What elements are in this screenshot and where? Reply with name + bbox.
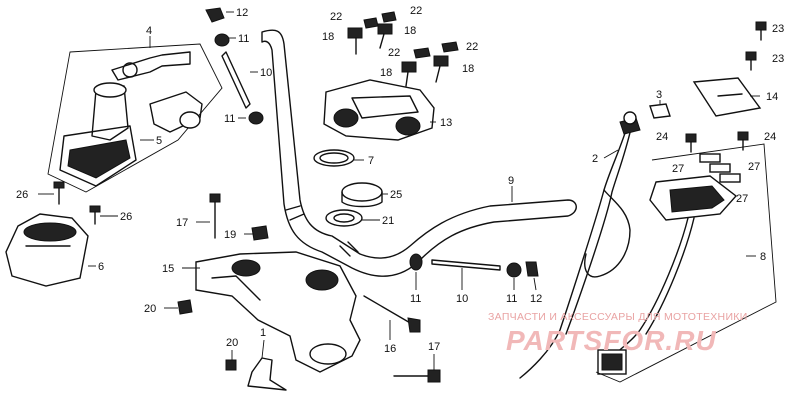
callout-25: 25	[390, 189, 402, 201]
nut-11-bottom-right	[506, 262, 522, 278]
callout-18-b: 18	[404, 25, 416, 37]
callout-11-bottom-right: 11	[506, 293, 517, 305]
callout-18-d: 18	[462, 63, 474, 75]
callout-22-b: 22	[410, 5, 422, 17]
callout-10-bottom: 10	[456, 293, 468, 305]
watermark-caption: ЗАПЧАСТИ И АКСЕССУАРЫ ДЛЯ МОТОТЕХНИКИ	[488, 311, 748, 323]
callout-23-b: 23	[772, 53, 784, 65]
callout-18-a: 18	[322, 31, 334, 43]
callout-6: 6	[98, 261, 104, 273]
callout-14: 14	[766, 91, 778, 103]
rod-10-bottom	[431, 259, 501, 271]
cable-2	[519, 123, 629, 379]
screw-23-a	[755, 21, 767, 41]
callout-20-bottom: 20	[226, 337, 238, 349]
leader-lines	[38, 11, 760, 370]
callout-11-bottom: 11	[410, 293, 421, 305]
upper-handlebar-holder	[323, 11, 459, 141]
pins-27	[699, 153, 741, 183]
rings-group	[313, 149, 383, 227]
bolt-18-b	[377, 11, 397, 49]
nut-11-top	[214, 33, 230, 47]
callout-22-c: 22	[388, 47, 400, 59]
callout-4: 4	[146, 25, 152, 37]
bolt-17-bottom	[393, 369, 441, 383]
watermark-brand: PARTSFOR.RU	[506, 325, 717, 356]
callout-1: 1	[260, 327, 266, 339]
cap-25	[341, 182, 383, 202]
ignition-switch-base	[59, 125, 137, 187]
callout-26-left: 26	[16, 189, 28, 201]
callout-10-top: 10	[260, 67, 272, 79]
callout-17-bottom: 17	[428, 341, 440, 353]
cap-nut-12-top	[205, 7, 225, 23]
nut-11-mid	[248, 111, 264, 125]
cap-nut-12-bottom	[525, 261, 539, 277]
callout-11-top: 11	[238, 33, 249, 45]
bolt-18-d	[433, 41, 459, 83]
callout-27-b: 27	[748, 161, 760, 173]
callout-9: 9	[508, 175, 514, 187]
screw-23-b	[745, 51, 757, 71]
callout-18-c: 18	[380, 67, 392, 79]
callout-8: 8	[760, 251, 766, 263]
callout-23-a: 23	[772, 23, 784, 35]
handlebar-tube	[261, 29, 577, 277]
bolt-18-a	[347, 17, 379, 55]
callout-16: 16	[384, 343, 396, 355]
callout-7: 7	[368, 155, 374, 167]
bridge-15	[195, 251, 361, 373]
screw-24-right	[737, 131, 749, 151]
callout-21: 21	[382, 215, 394, 227]
lower-bridge-group	[177, 193, 441, 391]
bolt-18-c	[401, 47, 431, 87]
clip-1	[247, 357, 287, 391]
callout-12-bottom: 12	[530, 293, 542, 305]
ignition-switch-group	[5, 43, 223, 287]
callout-27-a: 27	[672, 163, 684, 175]
callout-2: 2	[592, 153, 598, 165]
watermark: ЗАПЧАСТИ И АКСЕССУАРЫ ДЛЯ МОТОТЕХНИКИ PA…	[488, 311, 748, 356]
nut-20-left	[177, 299, 193, 315]
bolt-26-left	[53, 181, 65, 205]
callout-3: 3	[656, 89, 662, 101]
callout-22-d: 22	[466, 41, 478, 53]
bolt-26-right	[89, 205, 101, 225]
callout-26-right: 26	[120, 211, 132, 223]
callout-24-right: 24	[764, 131, 776, 143]
nut-20-bottom	[225, 359, 237, 371]
lower-rod-group	[409, 253, 539, 278]
meter-cable-group	[519, 21, 777, 383]
washer-21	[325, 209, 363, 227]
callout-11-mid: 11	[224, 113, 235, 125]
nut-11-bottom	[409, 253, 423, 271]
handlebar	[261, 29, 577, 277]
callout-5: 5	[156, 135, 162, 147]
cover-14	[692, 77, 762, 117]
callout-13: 13	[440, 117, 452, 129]
callout-22-a: 22	[330, 11, 342, 23]
callout-20-left: 20	[144, 303, 156, 315]
callout-15: 15	[162, 263, 174, 275]
callout-27-c: 27	[736, 193, 748, 205]
bolt-17-left	[209, 193, 221, 239]
nut-19	[251, 225, 269, 241]
rod-10-top	[221, 51, 251, 109]
callout-12-top: 12	[236, 7, 248, 19]
callout-24-left: 24	[656, 131, 668, 143]
callout-labels: 12 4 11 10 11 5 26 26 6 22 22 18 18 22 2…	[16, 5, 784, 355]
ignition-switch-boundary	[47, 43, 223, 193]
callout-17-left: 17	[176, 217, 188, 229]
bracket-3	[649, 103, 671, 119]
screw-24-left	[685, 133, 697, 153]
bolt-16	[363, 295, 421, 333]
upper-rod-group	[205, 7, 264, 125]
callout-19: 19	[224, 229, 236, 241]
